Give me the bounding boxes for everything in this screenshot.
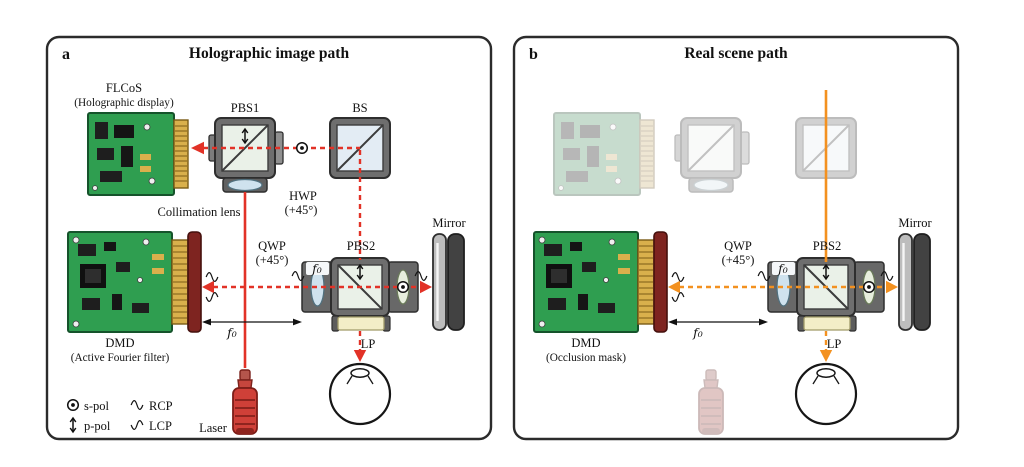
eye (328, 362, 392, 426)
s-pol-icon (295, 141, 309, 155)
legend-lcp-label: LCP (149, 419, 172, 433)
arrow-to-eye (819, 350, 833, 362)
real-scene-beam-paths (668, 90, 898, 362)
eye (794, 362, 858, 426)
qwp-label: QWP (724, 239, 752, 253)
pbs2-label: PBS2 (347, 239, 376, 253)
flcos-sublabel: (Holographic display) (74, 97, 174, 109)
flcos-display (87, 112, 189, 196)
dmd-sublabel: (Active Fourier filter) (71, 352, 170, 364)
legend: s-pol p-pol RCP LCP (66, 398, 173, 433)
f0-lens-label: f₀ (311, 261, 322, 276)
arrow-to-dmd (202, 280, 214, 294)
f0-lens-tag-bg (772, 262, 795, 275)
panel-a-tag: a (62, 46, 70, 63)
panel-a-title: Holographic image path (189, 45, 350, 62)
panel-b-title: Real scene path (684, 45, 788, 62)
panel-b: b Real scene path (512, 35, 960, 441)
qwp-label: QWP (258, 239, 286, 253)
panel-b-tag: b (529, 46, 538, 63)
lp-label: LP (827, 337, 842, 351)
s-pol-icon (862, 280, 876, 294)
hwp-label: HWP (289, 189, 317, 203)
s-pol-icon (396, 280, 410, 294)
bs-label: BS (352, 101, 367, 115)
f0-lens-tag-bg (306, 262, 329, 275)
qwp-angle-label: (+45°) (722, 253, 755, 267)
ghost-flcos (553, 112, 655, 196)
f0-focal-label: f₀ (226, 325, 237, 340)
holographic-beam-paths (191, 141, 432, 368)
legend-s-pol-label: s-pol (84, 399, 110, 413)
f0-dimension (202, 318, 302, 326)
arrow-to-dmd (668, 280, 680, 294)
qwp-angle-label: (+45°) (256, 253, 289, 267)
dmd-label: DMD (571, 336, 600, 350)
arrow-to-mirror (420, 280, 432, 294)
dmd-sublabel: (Occlusion mask) (546, 352, 626, 364)
f0-lens-label: f₀ (777, 261, 788, 276)
hwp-angle-label: (+45°) (285, 203, 318, 217)
mirror-label: Mirror (898, 216, 932, 230)
f0-focal-label: f₀ (692, 325, 703, 340)
arrow-to-eye (353, 350, 367, 362)
panel-a: a Holographic image path (45, 35, 493, 441)
dmd-occlusion-mask (533, 231, 668, 333)
mirror-label: Mirror (432, 216, 466, 230)
legend-rcp-label: RCP (149, 399, 173, 413)
dmd-label: DMD (105, 336, 134, 350)
f0-dimension (668, 318, 768, 326)
flcos-label: FLCoS (106, 81, 142, 95)
dmd-active-fourier-filter (67, 231, 202, 333)
lp-label: LP (361, 337, 376, 351)
legend-p-pol-label: p-pol (84, 419, 111, 433)
mirror (431, 232, 466, 332)
arrow-to-mirror (886, 280, 898, 294)
pbs1-label: PBS1 (231, 101, 260, 115)
arrow-to-flcos (191, 141, 204, 155)
collimation-lens-label: Collimation lens (158, 205, 241, 219)
mirror (897, 232, 932, 332)
legend-s-pol-icon (66, 398, 80, 412)
pbs2-label: PBS2 (813, 239, 842, 253)
laser-label: Laser (199, 421, 228, 435)
